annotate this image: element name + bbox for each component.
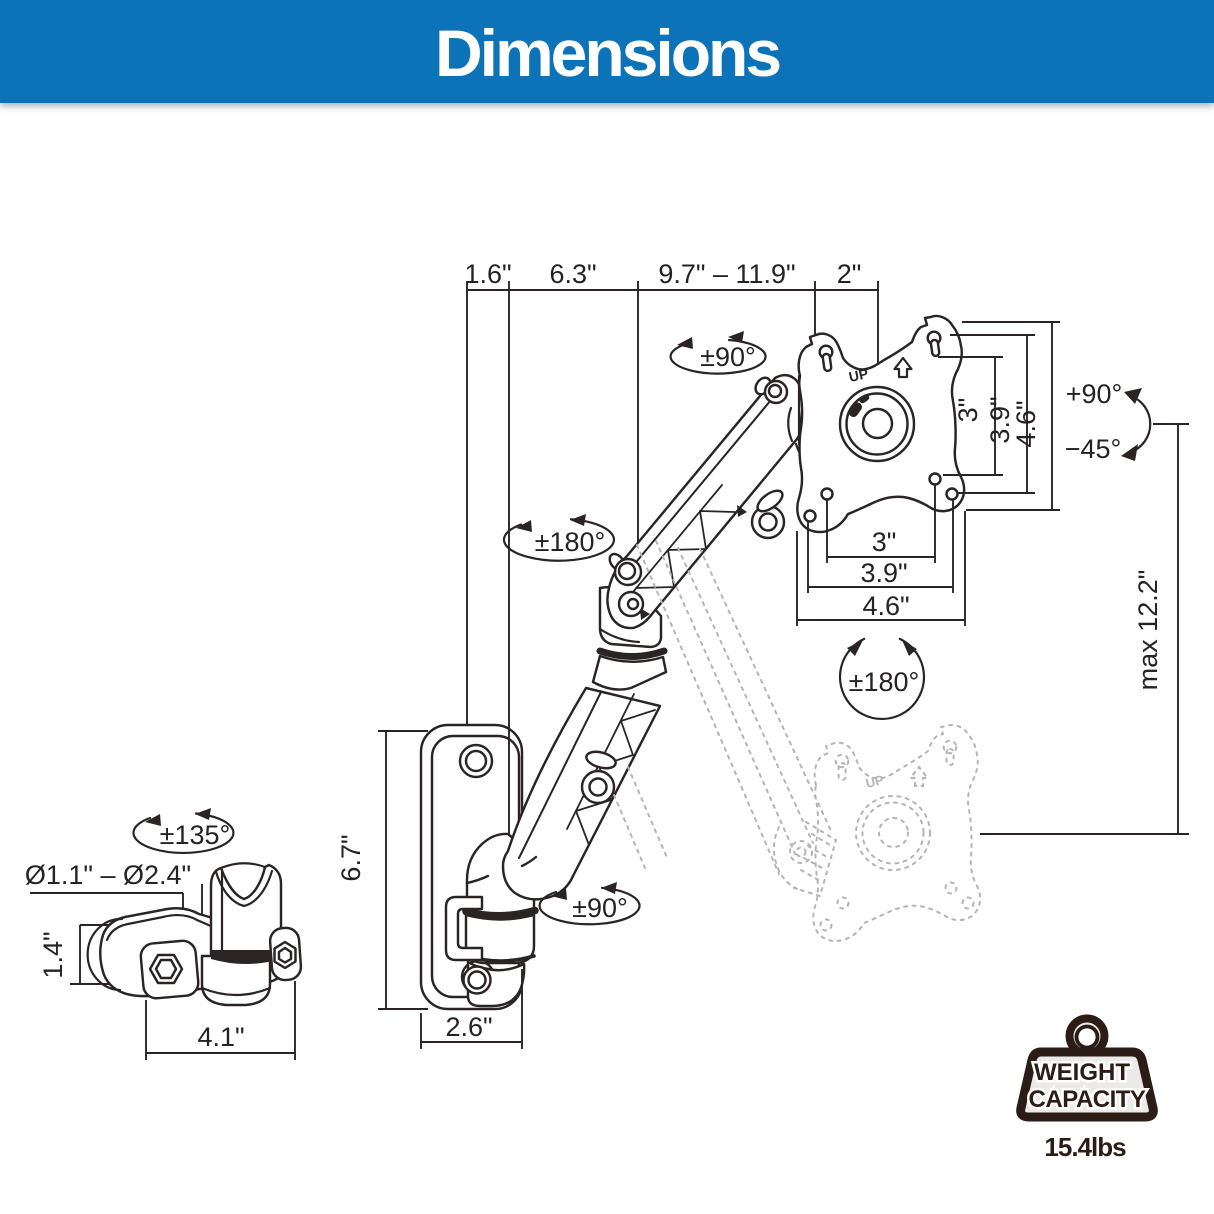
svg-text:9.7" – 11.9": 9.7" – 11.9" [658,259,795,289]
svg-text:±180°: ±180° [849,667,920,697]
svg-text:Ø1.1" – Ø2.4": Ø1.1" – Ø2.4" [25,860,191,890]
svg-text:±135°: ±135° [160,820,231,850]
svg-text:6.7": 6.7" [336,834,366,881]
svg-text:CAPACITY: CAPACITY [1029,1086,1146,1113]
svg-text:WEIGHT: WEIGHT [1034,1059,1130,1086]
svg-text:−45°: −45° [1065,434,1122,464]
svg-text:4.6": 4.6" [1011,400,1041,447]
svg-text:6.3": 6.3" [549,259,596,289]
svg-text:UP: UP [847,365,869,385]
svg-text:2.6": 2.6" [445,1012,492,1042]
svg-text:1.6": 1.6" [464,259,511,289]
svg-text:±90°: ±90° [572,893,628,923]
svg-text:15.4lbs: 15.4lbs [1044,1132,1126,1162]
svg-text:+90°: +90° [1066,379,1123,409]
svg-text:UP: UP [864,772,885,791]
svg-text:3.9": 3.9" [860,558,907,588]
svg-text:1.4": 1.4" [38,931,68,978]
svg-text:max 12.2": max 12.2" [1133,570,1163,691]
svg-text:4.1": 4.1" [197,1022,244,1052]
svg-text:±180°: ±180° [535,527,606,557]
svg-text:3": 3" [872,527,897,557]
svg-text:2": 2" [837,259,862,289]
svg-text:±90°: ±90° [700,342,756,372]
svg-text:3.9": 3.9" [985,396,1015,443]
svg-text:3": 3" [953,398,983,423]
svg-text:4.6": 4.6" [862,591,909,621]
